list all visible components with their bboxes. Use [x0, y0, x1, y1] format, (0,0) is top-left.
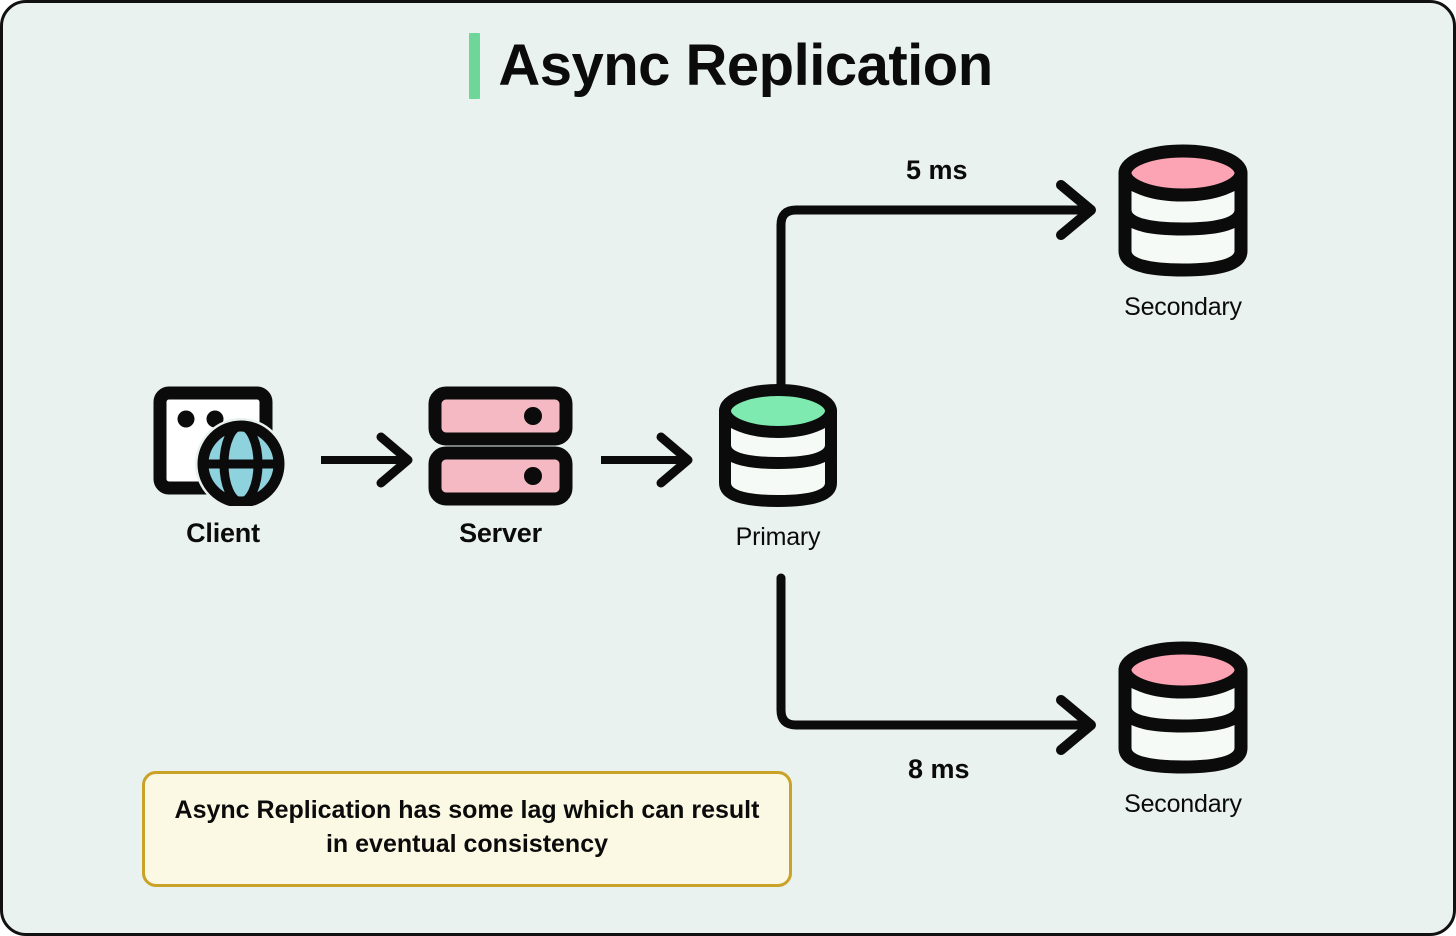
node-server-label: Server — [459, 518, 542, 548]
browser-globe-icon — [153, 386, 287, 506]
title-label: Async Replication — [498, 33, 993, 98]
node-secondary-bottom[interactable]: Secondary — [1108, 640, 1258, 819]
database-icon — [1118, 641, 1248, 774]
database-icon — [1118, 144, 1248, 277]
arrow-primary-to-secondary-top — [776, 180, 1096, 390]
note-callout: Async Replication has some lag which can… — [142, 771, 792, 887]
database-icon — [719, 384, 837, 507]
page-title: Async Replication — [3, 33, 1453, 99]
latency-label-bottom: 8 ms — [908, 754, 970, 784]
note-text: Async Replication has some lag which can… — [174, 796, 760, 858]
title-accent-bar — [469, 33, 481, 99]
node-secondary-top[interactable]: Secondary — [1108, 143, 1258, 322]
server-rack-icon — [428, 386, 573, 506]
node-client-label: Client — [186, 518, 260, 548]
node-server[interactable]: Server — [418, 386, 583, 549]
node-secondary-top-label: Secondary — [1124, 293, 1242, 321]
arrow-client-to-server — [321, 432, 413, 488]
node-client[interactable]: Client — [143, 386, 303, 549]
arrow-primary-to-secondary-bottom — [776, 573, 1096, 755]
arrow-server-to-primary — [601, 432, 693, 488]
node-primary-label: Primary — [735, 523, 821, 551]
node-secondary-bottom-label: Secondary — [1124, 790, 1242, 818]
node-primary[interactable]: Primary — [703, 383, 853, 552]
latency-label-top: 5 ms — [906, 155, 968, 185]
